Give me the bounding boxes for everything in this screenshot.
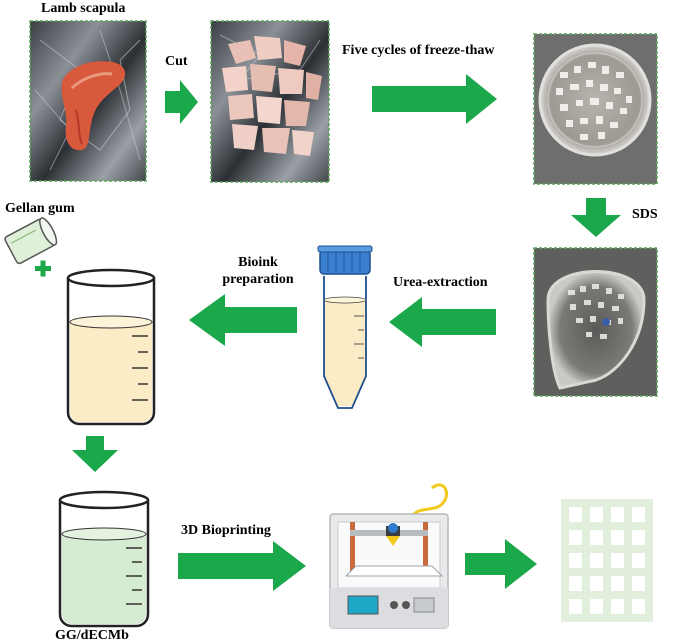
label-urea-extraction: Urea-extraction (393, 275, 488, 290)
photo-cut-pieces (210, 20, 330, 183)
3d-printer-icon (329, 483, 449, 629)
arrow-freeze-thaw (372, 74, 497, 124)
centrifuge-tube (317, 245, 373, 409)
arrow-to-scaffold (465, 539, 537, 589)
arrow-urea-extraction (389, 297, 496, 347)
label-lamb-scapula: Lamb scapula (41, 1, 126, 16)
arrow-bioink-preparation (189, 294, 297, 346)
label-bioink-line1: Bioink (238, 255, 278, 270)
label-bioink-preparation: Bioink preparation (216, 254, 300, 288)
label-3d-bioprinting: 3D Bioprinting (181, 523, 271, 538)
photo-freeze-thaw-dish (533, 33, 658, 185)
gg-decmb-beaker (58, 490, 150, 628)
arrow-down-beaker (72, 436, 118, 472)
photo-lamb-scapula (29, 20, 147, 182)
printed-scaffold (561, 499, 653, 622)
label-gellan-gum: Gellan gum (5, 201, 75, 216)
arrow-cut (165, 80, 198, 124)
plus-icon (35, 260, 51, 277)
gellan-gum-cup-icon (4, 217, 58, 265)
bioink-beaker (66, 268, 156, 426)
arrow-sds (571, 198, 621, 237)
photo-sds-beaker (533, 247, 658, 397)
label-gg-decmb: GG/dECMb (55, 628, 129, 643)
label-cut: Cut (165, 54, 188, 69)
label-sds: SDS (632, 207, 658, 222)
label-freeze-thaw: Five cycles of freeze-thaw (342, 43, 495, 58)
label-bioink-line2: preparation (222, 272, 294, 287)
arrow-bioprinting (178, 541, 306, 591)
